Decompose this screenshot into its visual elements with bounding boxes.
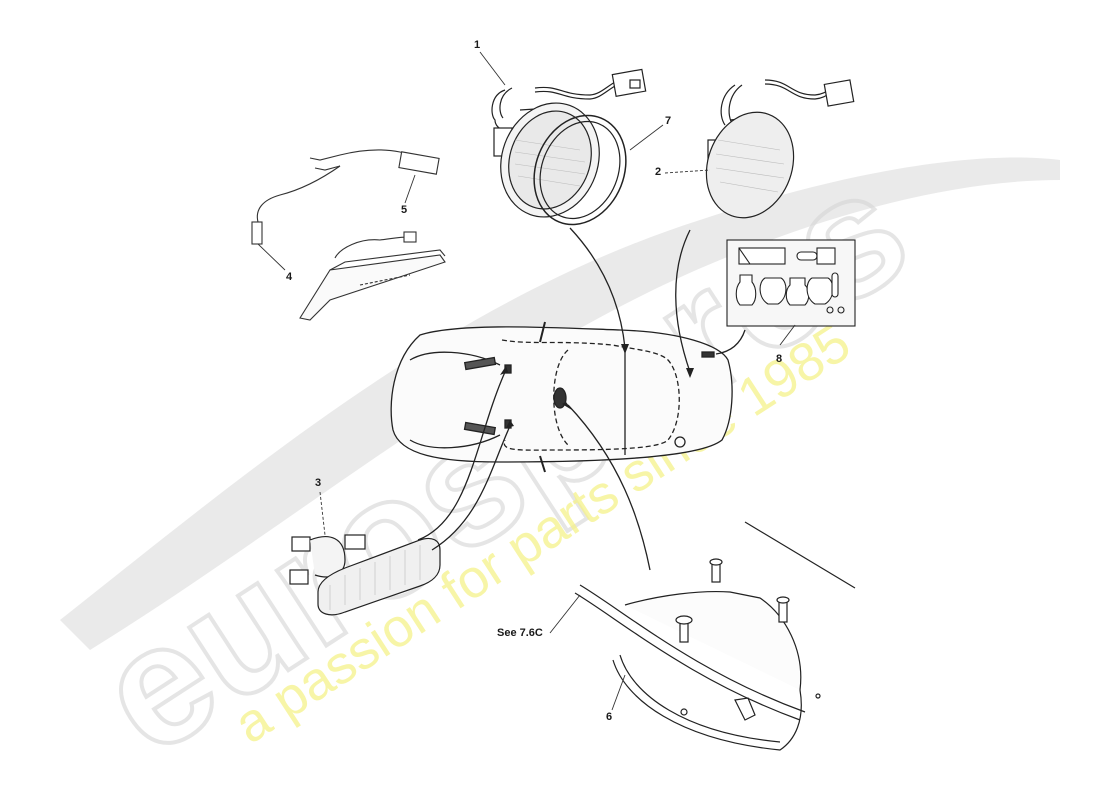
reference-note: See 7.6C: [497, 627, 543, 639]
callout-8: 8: [776, 353, 783, 365]
callout-1: 1: [474, 39, 481, 51]
car-top-view: [390, 321, 733, 473]
callout-4: 4: [286, 271, 293, 283]
arrow-heads: [500, 344, 694, 428]
callout-leaders: [257, 51, 796, 711]
callout-5: 5: [401, 204, 408, 216]
callout-7: 7: [665, 115, 672, 127]
bulb-kit-8: [726, 239, 856, 327]
callout-3: 3: [315, 477, 322, 489]
callout-2: 2: [655, 166, 662, 178]
side-lamp-3: [289, 534, 441, 616]
watermark-swoosh: [60, 157, 1060, 650]
lamp-housing-6: [574, 521, 856, 751]
callout-6: 6: [606, 711, 613, 723]
leader-arrows: [417, 227, 746, 571]
lamp-assembly-2: [705, 79, 855, 219]
lamp-assembly-1: [491, 68, 647, 226]
harness-and-bracket: [251, 149, 446, 321]
